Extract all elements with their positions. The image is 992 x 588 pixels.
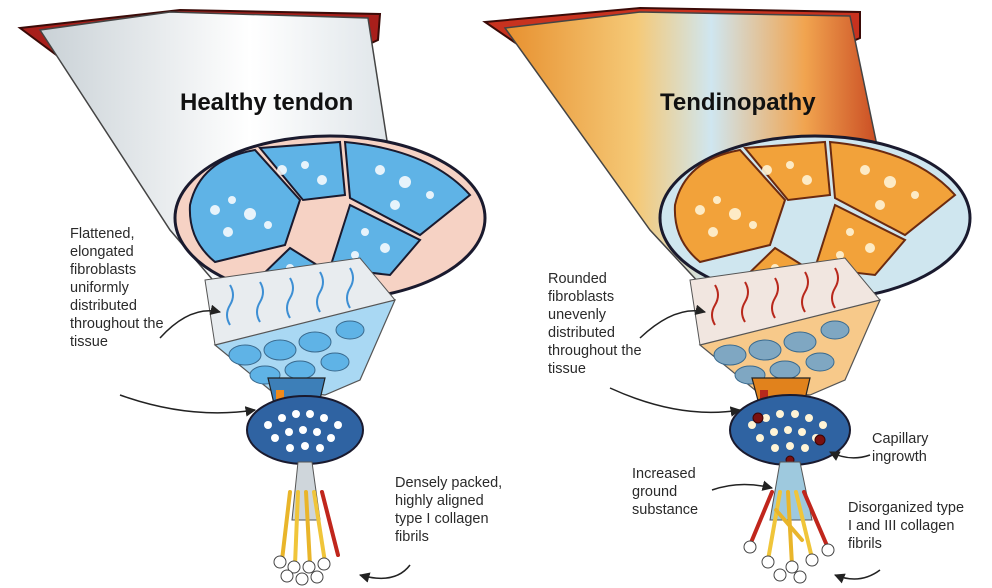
sick-title: Tendinopathy bbox=[660, 89, 816, 116]
tendinopathy-panel: Tendinopathy bbox=[485, 8, 970, 583]
healthy-collagen-arrow bbox=[360, 565, 410, 578]
sick-fibroblast-label: Rounded fibroblasts unevenly distributed… bbox=[548, 271, 646, 377]
healthy-collagen-label: Densely packed, highly aligned type I co… bbox=[395, 475, 506, 545]
sick-fibril-ends bbox=[744, 541, 834, 583]
sick-collagen-label: Disorganized type I and III collagen fib… bbox=[848, 500, 968, 552]
healthy-cone-arrow bbox=[120, 395, 255, 413]
healthy-fibroblast-label: Flattened, elongated fibroblasts uniform… bbox=[70, 226, 168, 350]
sick-collagen-arrow bbox=[835, 570, 880, 579]
healthy-fibril-ends bbox=[274, 556, 330, 585]
healthy-panel: Healthy tendon bbox=[20, 10, 506, 585]
sick-cone-arrow bbox=[610, 388, 740, 412]
sick-fibrils bbox=[750, 492, 828, 565]
healthy-title: Healthy tendon bbox=[180, 89, 353, 116]
sick-ground-arrow bbox=[712, 484, 772, 490]
sick-ground-label: Increased ground substance bbox=[632, 466, 700, 518]
sick-capillary-label: Capillary ingrowth bbox=[872, 431, 932, 465]
